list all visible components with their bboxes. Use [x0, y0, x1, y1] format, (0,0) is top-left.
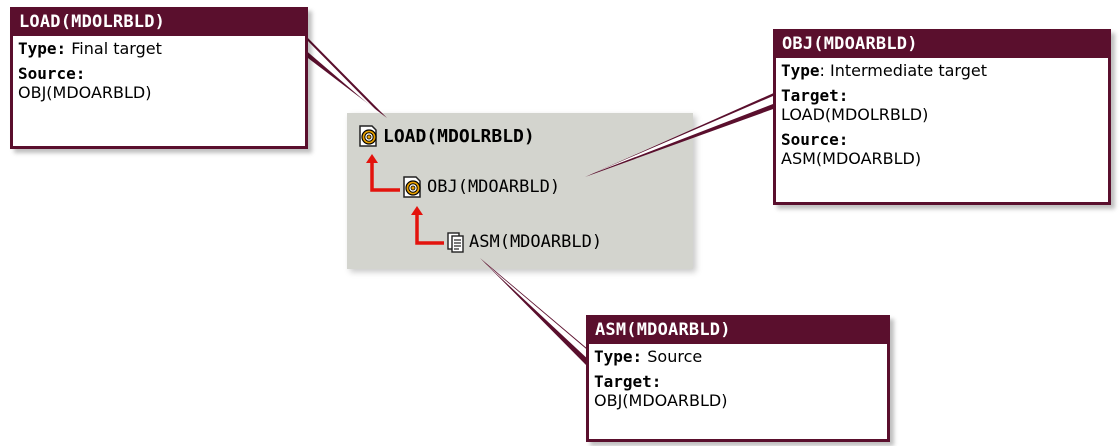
callout-asm: ASM(MDOARBLD) Type: Source Target: OBJ(M…	[586, 315, 890, 442]
intermediate-target-icon	[403, 176, 421, 198]
callout-asm-target-row: Target: OBJ(MDOARBLD)	[594, 372, 882, 410]
connector-asm	[480, 258, 589, 368]
callout-obj-body: Type: Intermediate target Target: LOAD(M…	[776, 58, 1108, 178]
callout-obj-source-row: Source: ASM(MDOARBLD)	[781, 130, 1103, 168]
callout-obj-source-key: Source:	[781, 130, 849, 149]
callout-load-source-key: Source:	[18, 64, 86, 83]
callout-obj-source-value: ASM(MDOARBLD)	[781, 149, 922, 168]
callout-obj: OBJ(MDOARBLD) Type: Intermediate target …	[773, 29, 1111, 205]
callout-obj-target-row: Target: LOAD(MDOLRBLD)	[781, 86, 1103, 124]
callout-asm-type-row: Type: Source	[594, 347, 882, 366]
callout-asm-type-key: Type:	[594, 347, 643, 366]
callout-load-source-row: Source: OBJ(MDOARBLD)	[18, 64, 300, 102]
callout-asm-target-key: Target:	[594, 372, 662, 391]
final-target-icon	[359, 125, 377, 147]
tree-node-load-label: LOAD(MDOLRBLD)	[383, 125, 535, 147]
tree-node-asm-label: ASM(MDOARBLD)	[469, 232, 603, 252]
callout-asm-body: Type: Source Target: OBJ(MDOARBLD)	[589, 344, 887, 420]
callout-obj-type-value: : Intermediate target	[819, 61, 987, 80]
dependency-tree-panel: LOAD(MDOLRBLD) OBJ(MDOARBLD) ASM(MDOARBL…	[347, 113, 693, 269]
tree-link-obj-arrow	[370, 160, 400, 192]
callout-asm-target-value: OBJ(MDOARBLD)	[594, 391, 728, 410]
tree-node-asm[interactable]: ASM(MDOARBLD)	[445, 230, 602, 254]
callout-load-title: LOAD(MDOLRBLD)	[13, 10, 305, 36]
callout-load-body: Type: Final target Source: OBJ(MDOARBLD)	[13, 36, 305, 112]
callout-obj-target-key: Target:	[781, 86, 849, 105]
callout-obj-type-row: Type: Intermediate target	[781, 61, 1103, 80]
callout-load: LOAD(MDOLRBLD) Type: Final target Source…	[10, 7, 308, 149]
callout-load-type-value: Final target	[71, 39, 162, 58]
tree-link-asm-arrow	[415, 212, 444, 245]
connector-load	[300, 30, 387, 118]
callout-asm-title: ASM(MDOARBLD)	[589, 318, 887, 344]
callout-load-source-value: OBJ(MDOARBLD)	[18, 83, 152, 102]
callout-obj-title: OBJ(MDOARBLD)	[776, 32, 1108, 58]
callout-obj-target-value: LOAD(MDOLRBLD)	[781, 105, 929, 124]
callout-load-type-key: Type:	[18, 39, 67, 58]
source-file-icon	[447, 232, 464, 253]
tree-node-load[interactable]: LOAD(MDOLRBLD)	[357, 123, 535, 149]
callout-obj-type-key: Type	[781, 61, 820, 80]
tree-node-obj[interactable]: OBJ(MDOARBLD)	[401, 174, 560, 200]
tree-node-obj-label: OBJ(MDOARBLD)	[427, 177, 561, 197]
callout-asm-type-value: Source	[647, 347, 703, 366]
callout-load-type-row: Type: Final target	[18, 39, 300, 58]
